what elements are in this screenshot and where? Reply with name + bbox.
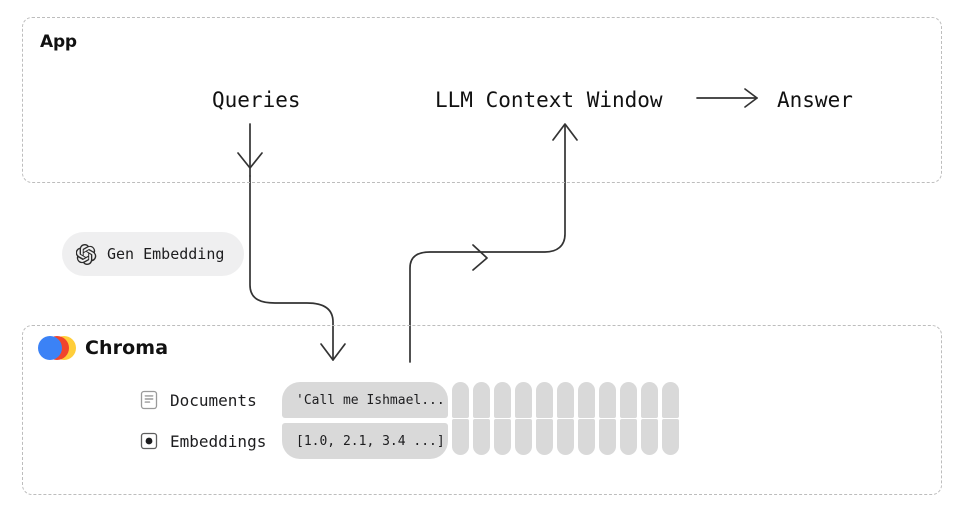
placeholder-pill xyxy=(662,382,679,418)
embedding-dot-icon xyxy=(140,432,158,450)
openai-icon xyxy=(76,243,97,265)
embedding-to-chroma-arrow xyxy=(249,175,346,361)
chroma-brand-name: Chroma xyxy=(85,337,169,359)
app-zone-title: App xyxy=(40,32,77,52)
table-row[interactable]: Embeddings [1.0, 2.1, 3.4 ...] xyxy=(139,423,448,459)
placeholder-pill xyxy=(620,419,637,455)
placeholder-pill xyxy=(452,419,469,455)
row-value-chip: [1.0, 2.1, 3.4 ...] xyxy=(282,423,448,459)
llm-context-window-label: LLM Context Window xyxy=(435,88,663,112)
placeholder-pill xyxy=(662,419,679,455)
row-value-chip: 'Call me Ishmael... xyxy=(282,382,448,418)
table-row[interactable]: Documents 'Call me Ishmael... xyxy=(139,382,448,418)
placeholder-column xyxy=(557,382,574,455)
document-icon xyxy=(140,390,158,410)
placeholder-pill xyxy=(578,419,595,455)
answer-label: Answer xyxy=(777,88,853,112)
placeholder-pill xyxy=(515,419,532,455)
placeholder-pill xyxy=(599,419,616,455)
llm-to-answer-arrow xyxy=(696,88,758,108)
placeholder-pill xyxy=(473,419,490,455)
placeholder-column xyxy=(662,382,679,455)
queries-label: Queries xyxy=(212,88,301,112)
placeholder-pill xyxy=(536,419,553,455)
placeholder-pill xyxy=(557,419,574,455)
placeholder-pill xyxy=(536,382,553,418)
placeholder-pill xyxy=(494,382,511,418)
placeholder-pill xyxy=(578,382,595,418)
placeholder-pill xyxy=(515,382,532,418)
gen-embedding-label: Gen Embedding xyxy=(107,245,225,263)
placeholder-pill xyxy=(494,419,511,455)
chroma-results-arrow xyxy=(409,123,578,363)
chroma-brand: Chroma xyxy=(38,336,168,360)
placeholder-pill xyxy=(473,382,490,418)
placeholder-column xyxy=(494,382,511,455)
placeholder-column xyxy=(536,382,553,455)
queries-down-arrow xyxy=(237,123,263,177)
placeholder-pill xyxy=(641,419,658,455)
placeholder-column xyxy=(620,382,637,455)
placeholder-pill xyxy=(599,382,616,418)
chroma-zone xyxy=(22,325,942,495)
records-placeholder-grid xyxy=(452,382,679,455)
placeholder-column xyxy=(452,382,469,455)
placeholder-pill xyxy=(641,382,658,418)
gen-embedding-badge[interactable]: Gen Embedding xyxy=(62,232,245,276)
app-zone xyxy=(22,17,942,183)
placeholder-pill xyxy=(452,382,469,418)
placeholder-pill xyxy=(620,382,637,418)
placeholder-column xyxy=(599,382,616,455)
placeholder-column xyxy=(578,382,595,455)
row-label: Embeddings xyxy=(170,431,267,451)
placeholder-column xyxy=(515,382,532,455)
chroma-logo-icon xyxy=(38,336,76,360)
placeholder-pill xyxy=(557,382,574,418)
placeholder-column xyxy=(473,382,490,455)
placeholder-column xyxy=(641,382,658,455)
row-label: Documents xyxy=(170,390,257,410)
